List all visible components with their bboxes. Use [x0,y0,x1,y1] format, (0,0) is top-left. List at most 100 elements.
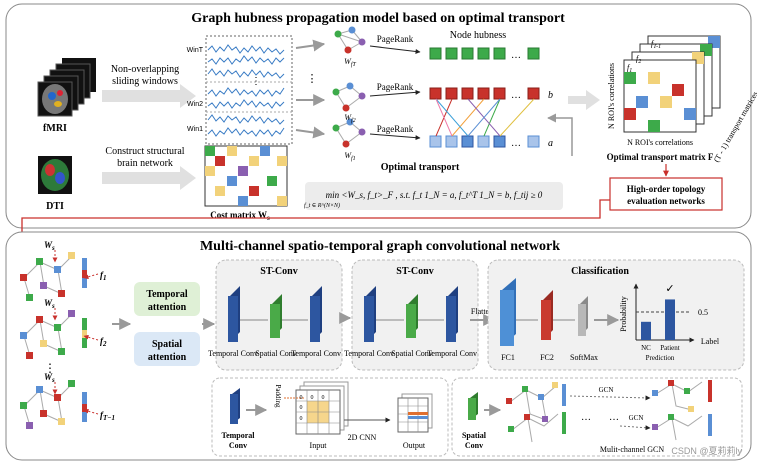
hubness-dots-T: … [511,50,521,61]
stconv2-spatial: Spatial Conv [391,349,433,358]
spatial-attention-1: Spatial [152,339,182,350]
arrow-win-T [295,39,326,52]
stconv-label-2: ST-Conv [396,266,433,277]
arrow-to-ot-matrix [568,90,600,110]
watermark: CSDN @夏莉莉ly [671,445,742,456]
structural-text-1: Construct structural [105,146,184,157]
output-label: Output [403,441,426,450]
window-label-1: Win1 [187,126,203,133]
pagerank-label-T: PageRank [377,34,414,44]
prob-axis-label: Probability [619,296,628,332]
softmax-label: SoftMax [570,353,598,362]
feedback-arrow [547,113,573,156]
temporal-attention-1: Temporal [146,289,188,300]
ot-matrix-stack [623,35,721,133]
formula-subscript: f_t ∈ R^(N×N) [304,202,340,209]
stack-label-f1: f1 [627,63,632,74]
checkmark-icon: ✓ [665,283,674,295]
stconv1-spatial: Spatial Conv [255,349,297,358]
topology-text-2: evaluation networks [627,196,705,206]
dti-image [38,156,72,194]
fc-layers [500,278,588,346]
sliding-text-2: sliding windows [112,76,178,87]
optimal-transport-label: Optimal transport [381,162,460,173]
gcn-dots-1: … [581,412,591,423]
left-vdots: ⋮ [44,361,56,375]
zero-1: 0 [300,395,303,401]
zero-5: 0 [322,395,325,401]
arrow-to-cost-matrix [102,166,196,190]
sconv-detail-layer [468,392,478,420]
bar-label-patient: Patient [660,344,679,352]
arrow-to-windows [102,84,196,108]
stconv2-temporal-a: Temporal Conv [344,349,394,358]
temporal-attention-2: attention [148,302,187,313]
node-hubness-label: Node hubness [450,30,506,41]
bar-label-nc: NC [641,344,651,352]
padding-label: Padding [274,385,282,408]
fmri-image-stack [37,58,96,117]
tconv-detail-label-2: Conv [229,441,247,450]
hubness-dots-2: … [511,90,521,101]
hubness-row-2 [429,87,540,100]
graph-fT [334,26,366,54]
sconv-detail-label-1: Spatial [462,431,487,440]
ot-axis-x: N ROI's correlations [627,138,693,147]
graph-f2 [332,82,366,112]
red-connector [18,199,610,239]
gcn-nodes [506,380,712,436]
input-label: Input [310,441,328,450]
gcn-dots-2: … [609,412,619,423]
formula-box [305,182,563,210]
spatial-attention-box [134,332,200,366]
arrow-win-1 [295,126,326,139]
ot-axis-y: N ROI's correlations [607,63,616,129]
gcn-arrows [569,395,651,431]
bottom-panel-title: Multi-channel spatio-temporal graph conv… [200,239,560,254]
topology-box [609,177,723,211]
graph-label-f1: Wf1 [344,151,355,162]
graph-f1 [332,118,366,148]
structural-text-2: brain network [117,158,173,169]
cost-matrix [204,145,288,207]
fmri-label: fMRI [43,123,67,134]
zero-4: 0 [311,395,314,401]
spatial-attention-2: attention [148,352,187,363]
label-axis-label: Label [701,337,720,346]
feature-bars [20,252,75,429]
vertical-feature-strips [82,258,87,422]
spatial-conv-detail [451,377,743,457]
window-label-T: WinT [187,47,204,54]
stconv2-temporal-b: Temporal Conv [427,349,477,358]
zero-2: 0 [300,405,303,411]
bar-patient [665,299,675,340]
ws-label-3: Ws [44,372,55,384]
bar-nc [641,321,651,340]
pagerank-label-1: PageRank [377,124,414,134]
stconv1-temporal-a: Temporal Conv [208,349,258,358]
multichannel-gcn-label: Mulit-channel GCN [600,445,664,454]
top-panel-frame [5,3,752,229]
temporal-attention-box [134,282,200,316]
window-vdots: ⋮ [251,76,261,87]
prediction-label: Prediction [646,354,675,362]
hubness-row-1 [429,135,540,148]
red-dashed-arrows [52,250,99,415]
topology-text-1: High-order topology [627,184,706,194]
classification-label: Classification [571,266,629,277]
dti-label: DTI [46,201,64,212]
stconv-label-1: ST-Conv [260,266,297,277]
zero-3: 0 [300,416,303,422]
flatten-label: Flatten [471,307,493,316]
transport-lines [435,98,535,137]
top-panel-title: Graph hubness propagation model based on… [191,11,565,26]
fc2-label: FC2 [540,353,554,362]
input-grid [284,381,349,435]
tconv-detail-layer [230,388,240,424]
formula-text: min <W_s, f_t>_F , s.t. f_t 1_N = a, f_t… [326,190,543,200]
graph-label-f2: Wf2 [344,113,355,124]
threshold-label: 0.5 [698,308,708,317]
gcn-label-1: GCN [599,386,614,394]
graph-vdots: ⋮ [307,73,318,85]
hubness-dots-1: … [511,138,521,149]
